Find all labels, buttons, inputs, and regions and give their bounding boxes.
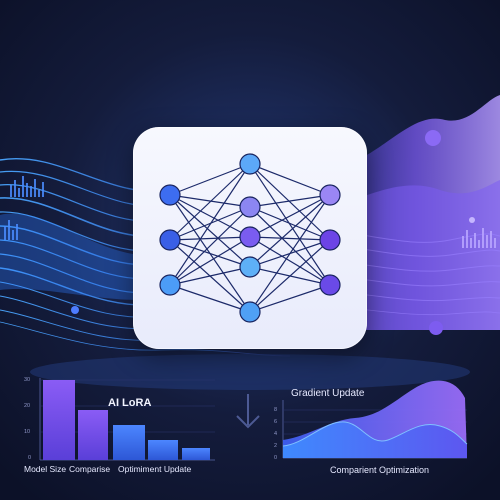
bar-1 xyxy=(43,380,75,460)
lora-title: AI LoRA xyxy=(108,397,152,409)
floor-glow xyxy=(30,354,470,390)
left-mini-bars xyxy=(4,176,44,240)
bar-2 xyxy=(78,410,108,460)
output-node-1 xyxy=(319,184,341,206)
hidden-node-5 xyxy=(239,301,261,323)
gradient-title: Gradient Update xyxy=(291,388,365,399)
orb-top-right xyxy=(425,130,441,146)
hidden-node-1 xyxy=(239,153,261,175)
output-node-3 xyxy=(319,274,341,296)
right-ytick-4: 2 xyxy=(274,443,278,449)
input-node-1 xyxy=(159,184,181,206)
left-ytick-4: 0 xyxy=(28,455,32,461)
right-area-chart xyxy=(282,380,468,459)
left-bar-chart xyxy=(39,378,215,461)
right-mini-bars xyxy=(462,228,496,248)
output-node-2 xyxy=(319,229,341,251)
neural-network-card xyxy=(133,127,367,349)
right-ytick-1: 8 xyxy=(274,407,278,413)
network-nodes xyxy=(159,153,341,323)
left-ytick-1: 30 xyxy=(24,377,31,383)
right-ytick-5: 0 xyxy=(274,455,278,461)
orb-left xyxy=(71,306,79,314)
left-wave-glow xyxy=(0,213,140,300)
hidden-node-2 xyxy=(239,196,261,218)
input-node-3 xyxy=(159,274,181,296)
bar-3 xyxy=(113,425,145,460)
input-node-2 xyxy=(159,229,181,251)
network-edges xyxy=(169,163,331,313)
left-xlabel-optimiment-update: Optimiment Update xyxy=(118,464,192,474)
right-ytick-2: 6 xyxy=(274,419,278,425)
left-xlabel-model-size: Model Size xyxy=(24,464,67,474)
right-ytick-3: 4 xyxy=(274,431,278,437)
neural-network-icon xyxy=(159,153,341,323)
left-ytick-3: 10 xyxy=(24,429,31,435)
right-xlabel: Comparient Optimization xyxy=(330,465,430,475)
hidden-node-4 xyxy=(239,256,261,278)
left-xlabel-comparise: Comparise xyxy=(69,464,111,474)
hidden-node-3 xyxy=(239,226,261,248)
orb-right xyxy=(429,321,443,335)
bar-5 xyxy=(182,448,210,460)
orb-small-right xyxy=(469,217,475,223)
bar-4 xyxy=(148,440,178,460)
left-ytick-2: 20 xyxy=(24,403,31,409)
arrow-down-icon xyxy=(236,394,260,429)
